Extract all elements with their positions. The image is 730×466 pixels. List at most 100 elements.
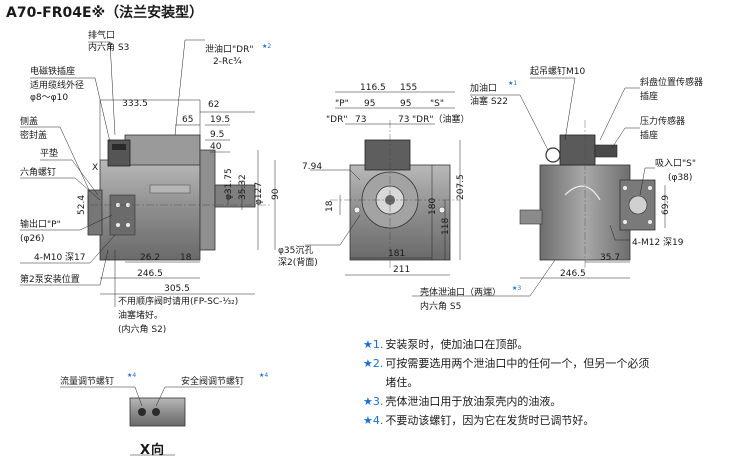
dim-95-r: 95 — [400, 99, 411, 109]
m10-label: 4-M10 深17 — [34, 252, 86, 263]
pump2-label: 第2泵安装位置 — [20, 273, 80, 285]
counterbore-depth: 深2(背面) — [278, 256, 318, 268]
note-line: 可按需要选用两个泄油口中的任何一个，但另一个必须 — [385, 357, 650, 370]
sensor-block — [559, 134, 596, 166]
suction-dia: (φ38) — [668, 173, 692, 183]
drain-label: 泄油口"DR" — [205, 43, 253, 55]
note-item: ★3. 壳体泄油口用于放油泵壳内的油液。 — [363, 392, 727, 411]
dim-73-l: 73 — [355, 115, 366, 125]
bolt-hole — [623, 186, 627, 190]
dim-19-5: 19.5 — [210, 115, 230, 125]
dim-62: 62 — [208, 100, 219, 110]
fill-plug-spec: 油塞 S22 — [470, 95, 508, 107]
dim-35-7: 35.7 — [600, 253, 620, 263]
dim-40: 40 — [210, 142, 222, 152]
drain-port-left — [353, 206, 361, 214]
side-cover-label: 侧盖 — [20, 115, 38, 127]
outlet-block — [109, 194, 136, 236]
cable-loop — [564, 185, 601, 201]
dim-52-4: 52.4 — [77, 195, 87, 215]
rear-view: 加油口 ★1 油塞 S22 起吊螺钉M10 斜盘位置传感器 插座 压力传感器 插… — [412, 66, 703, 312]
x-view-marker: X — [92, 163, 98, 173]
fill-port-label: 加油口 — [470, 82, 497, 94]
dim-95-l: 95 — [364, 99, 375, 109]
case-drain-label: 壳体泄油口（两端） — [420, 286, 501, 298]
dim-35-32: 35.32 — [238, 174, 248, 200]
dim-305-5: 305.5 — [164, 284, 190, 294]
dim-118: 118 — [441, 218, 451, 235]
plug-spec: (内六角 S2) — [118, 323, 166, 335]
note-item: ★4. 不要动该螺钉，因为它在发货时已调节好。 — [363, 411, 727, 430]
case-drain-spec: 内六角 S5 — [420, 300, 461, 312]
note-line: 不要动该螺钉，因为它在发货时已调节好。 — [385, 414, 595, 427]
nameplate — [149, 184, 191, 194]
dim-90: 90 — [271, 188, 281, 200]
note-text: 安装泵时，使加油口在顶部。 — [383, 335, 528, 354]
flow-adjust-screw — [138, 408, 146, 416]
swash-socket-label: 插座 — [640, 90, 658, 102]
washer-label: 平垫 — [40, 147, 58, 159]
drain-spec: 2-Rc¾ — [213, 57, 242, 67]
bolt-hole — [648, 220, 652, 224]
vent-label: 排气口 — [88, 29, 115, 41]
dim-246-5-rear: 246.5 — [560, 269, 586, 279]
dim-18-front: 18 — [325, 200, 335, 212]
pressure-sensor — [594, 144, 618, 158]
solenoid-connector — [112, 144, 126, 150]
outlet-label: 输出口"P" — [20, 218, 61, 230]
suction-port — [628, 195, 648, 215]
side-view: 333.5 62 65 19.5 9.5 40 φ31.75 35.32 φ12… — [20, 29, 281, 335]
mounting-flange — [199, 149, 216, 251]
dim-333-5: 333.5 — [122, 99, 148, 109]
swash-sensor-label: 斜盘位置传感器 — [640, 76, 703, 88]
star-1-marker: ★1 — [508, 80, 517, 87]
dim-65: 65 — [182, 115, 193, 125]
port-dr-left: "DR" — [326, 115, 347, 125]
cable-label: 适用缆线外径 — [30, 79, 84, 91]
star-2-marker: ★2 — [262, 43, 271, 50]
solenoid-socket — [107, 139, 131, 167]
dim-207-5: 207.5 — [456, 174, 466, 200]
dim-180: 180 — [428, 198, 438, 215]
bolt-hole — [116, 223, 120, 227]
drain-port-right — [438, 206, 446, 214]
solenoid-top — [364, 139, 411, 171]
x-view-title: X向 — [140, 443, 166, 458]
side-cover — [87, 189, 103, 236]
plug-label: 油塞堵好。 — [118, 309, 163, 321]
note-item: ★1. 安装泵时，使加油口在顶部。 — [363, 335, 727, 354]
dim-73-r: 73 — [398, 115, 409, 125]
note-marker: ★2. — [363, 357, 384, 370]
keyway-dim: 7.94 — [302, 162, 322, 172]
counterbore-label: φ35沉孔 — [278, 245, 313, 256]
pressure-sensor-label: 压力传感器 — [640, 115, 685, 127]
port-dr-right: "DR"（油塞） — [412, 113, 469, 125]
dim-155: 155 — [400, 83, 417, 93]
star-3-marker: ★3 — [512, 285, 521, 292]
note-text: 壳体泄油口用于放油泵壳内的油液。 — [383, 392, 561, 411]
dim-211: 211 — [393, 265, 410, 275]
solenoid-label: 电磁铁插座 — [30, 65, 75, 77]
page-title: A70-FR04E※（法兰安装型） — [6, 5, 204, 21]
rear-shaft — [519, 209, 543, 225]
shaft — [214, 184, 256, 208]
note-line: 壳体泄油口用于放油泵壳内的油液。 — [385, 395, 562, 408]
note-text: 可按需要选用两个泄油口中的任何一个，但另一个必须 堵住。 — [383, 354, 649, 392]
dim-181: 181 — [388, 249, 405, 259]
pump-top-housing — [124, 134, 201, 166]
note-line: 安装泵时，使加油口在顶部。 — [385, 338, 529, 351]
note-marker: ★4. — [363, 414, 384, 427]
dim-18: 18 — [180, 253, 192, 263]
star-4-marker-a: ★4 — [127, 372, 136, 379]
dim-phi-31-75: φ31.75 — [224, 168, 234, 200]
note-marker: ★3. — [363, 395, 384, 408]
port-p-label: "P" — [335, 99, 349, 109]
relief-adjust-screw — [152, 408, 160, 416]
pressure-socket-label: 插座 — [640, 129, 658, 141]
lifting-bolt-label: 起吊螺钉M10 — [530, 66, 585, 77]
note-item: ★2. 可按需要选用两个泄油口中的任何一个，但另一个必须 堵住。 — [363, 354, 727, 392]
note-text: 不要动该螺钉，因为它在发货时已调节好。 — [383, 411, 594, 430]
flow-screw-label: 流量调节螺钉 — [60, 375, 114, 387]
dim-69-9: 69.9 — [661, 195, 671, 215]
